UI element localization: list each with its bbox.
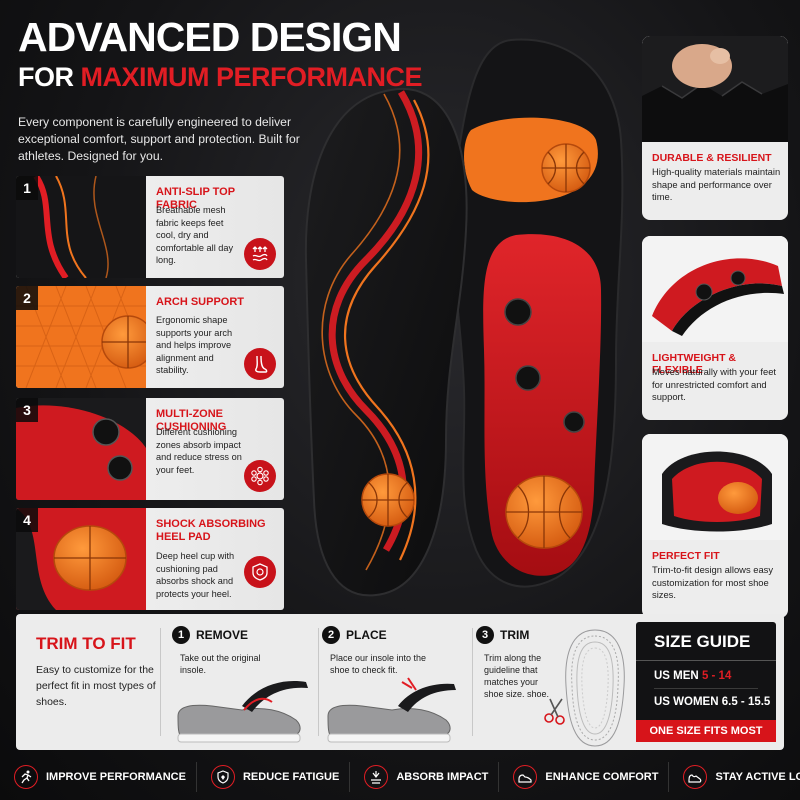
feature-desc: Ergonomic shape supports your arch and h… — [156, 315, 233, 375]
benefit-label: IMPROVE PERFORMANCE — [46, 771, 186, 783]
divider — [318, 628, 319, 736]
feature-desc: Moves naturally with your feet for unres… — [652, 366, 777, 402]
flexible-insole-image — [642, 236, 788, 342]
runner-icon — [14, 765, 38, 789]
benefits-strip: IMPROVE PERFORMANCE REDUCE FATIGUE ABSOR… — [0, 754, 800, 800]
size-guide-footer: ONE SIZE FITS MOST — [636, 720, 776, 742]
shoe-remove-illustration — [177, 681, 308, 743]
feature-desc: High-quality materials maintain shape an… — [652, 166, 781, 202]
impact-icon — [364, 765, 389, 789]
size-guide-title: SIZE GUIDE — [654, 632, 751, 651]
subtitle-white: FOR — [18, 62, 74, 92]
shoe-place-illustration — [327, 677, 456, 743]
foot-arch-icon — [244, 348, 276, 380]
feature-card-lightweight: LIGHTWEIGHT & FLEXIBLE Moves naturally w… — [642, 236, 788, 420]
benefit-stay-active: STAY ACTIVE LONGER — [669, 762, 800, 792]
benefit-enhance-comfort: ENHANCE COMFORT — [499, 762, 670, 792]
benefit-label: STAY ACTIVE LONGER — [715, 771, 800, 783]
subtitle-red: MAXIMUM PERFORMANCE — [80, 62, 423, 92]
trim-title: TRIM TO FIT — [36, 634, 136, 653]
insole-top — [304, 87, 468, 597]
breathable-airflow-icon — [244, 238, 276, 270]
step-number: 1 — [172, 626, 190, 644]
insole-bottom — [451, 38, 624, 588]
feature-card-durable: DURABLE & RESILIENT High-quality materia… — [642, 36, 788, 220]
step-desc: Place our insole into the shoe to check … — [330, 653, 427, 675]
feature-desc: Different cushioning zones absorb impact… — [156, 427, 242, 475]
scissors-icon — [544, 698, 565, 725]
step-place: 2 PLACE Place our insole into the shoe t… — [322, 626, 466, 746]
intro-text: Every component is carefully engineered … — [18, 115, 300, 163]
feature-number: 4 — [16, 508, 38, 532]
step-desc: Trim along the guideline that matches yo… — [484, 653, 550, 699]
feature-desc: Breathable mesh fabric keeps feet cool, … — [156, 205, 234, 265]
benefit-absorb-impact: ABSORB IMPACT — [350, 762, 500, 792]
step-desc: Take out the original insole. — [180, 653, 261, 675]
benefit-label: REDUCE FATIGUE — [242, 771, 340, 783]
size-men-value: 5 - 14 — [701, 670, 732, 682]
step-number: 2 — [322, 626, 340, 644]
size-women-label: US WOMEN — [654, 696, 719, 708]
step-label: REMOVE — [196, 628, 249, 642]
trim-desc: Easy to customize for the perfect fit in… — [36, 664, 156, 708]
trim-to-fit-panel: TRIM TO FIT Easy to customize for the pe… — [16, 614, 784, 750]
benefit-label: ENHANCE COMFORT — [545, 771, 659, 783]
size-women-value: 6.5 - 15.5 — [721, 696, 771, 708]
step-trim: 3 TRIM Trim along the guideline that mat… — [476, 626, 632, 747]
feature-title: LIGHTWEIGHT & FLEXIBLE — [652, 352, 736, 376]
step-label: TRIM — [500, 628, 530, 642]
benefit-reduce-fatigue: REDUCE FATIGUE — [197, 762, 351, 792]
sneaker-icon — [683, 765, 708, 789]
divider — [654, 688, 758, 689]
benefit-label: ABSORB IMPACT — [396, 771, 489, 783]
step-label: PLACE — [346, 628, 387, 642]
shock-heel-icon — [244, 556, 276, 588]
feature-title: ARCH SUPPORT — [156, 296, 245, 308]
shield-icon — [210, 765, 235, 789]
size-women-row: US WOMEN 6.5 - 15.5 — [654, 696, 770, 708]
step-remove: 1 REMOVE Take out the original insole. — [172, 626, 316, 746]
feature-card-heel-pad: 4 SHOCK ABSORBING HEEL PAD Deep heel cup… — [16, 508, 284, 610]
divider — [160, 628, 161, 736]
feature-number: 1 — [16, 176, 38, 200]
benefit-improve-performance: IMPROVE PERFORMANCE — [0, 762, 197, 792]
feature-desc: Deep heel cup with cushioning pad absorb… — [156, 551, 235, 599]
feature-title: ANTI-SLIP TOP FABRIC — [156, 186, 235, 211]
feature-card-arch-support: 2 ARCH SUPPORT Ergonomic shape supports … — [16, 286, 284, 388]
hexagon-zones-icon — [244, 460, 276, 492]
page-subtitle: FOR MAXIMUM PERFORMANCE — [18, 62, 423, 93]
size-men-label: US MEN — [654, 670, 699, 682]
feature-number: 3 — [16, 398, 38, 422]
divider — [636, 660, 776, 661]
feature-title: SHOCK ABSORBING HEEL PAD — [156, 518, 266, 543]
trim-guideline-illustration — [565, 629, 625, 747]
size-men-row: US MEN 5 - 14 — [654, 670, 731, 682]
insoles-product-image — [304, 38, 624, 597]
size-guide-box: SIZE GUIDE US MEN 5 - 14 US WOMEN 6.5 - … — [636, 622, 776, 742]
feature-desc: Trim-to-fit design allows easy customiza… — [652, 564, 774, 600]
feature-title: PERFECT FIT — [652, 550, 720, 562]
feature-title: MULTI-ZONE CUSHIONING — [156, 408, 227, 433]
divider — [472, 628, 473, 736]
heel-cup-image — [642, 434, 788, 540]
feature-card-cushioning: 3 MULTI-ZONE CUSHIONING Different cushio… — [16, 398, 284, 500]
feature-number: 2 — [16, 286, 38, 310]
durable-closeup-image — [642, 36, 788, 142]
feature-card-anti-slip: 1 ANTI-SLIP TOP FABRIC Breathable mesh f… — [16, 176, 284, 278]
page-title: ADVANCED DESIGN — [18, 14, 402, 60]
shoe-icon — [513, 765, 538, 789]
step-number: 3 — [476, 626, 494, 644]
feature-title: DURABLE & RESILIENT — [652, 152, 772, 164]
feature-card-perfect-fit: PERFECT FIT Trim-to-fit design allows ea… — [642, 434, 788, 618]
